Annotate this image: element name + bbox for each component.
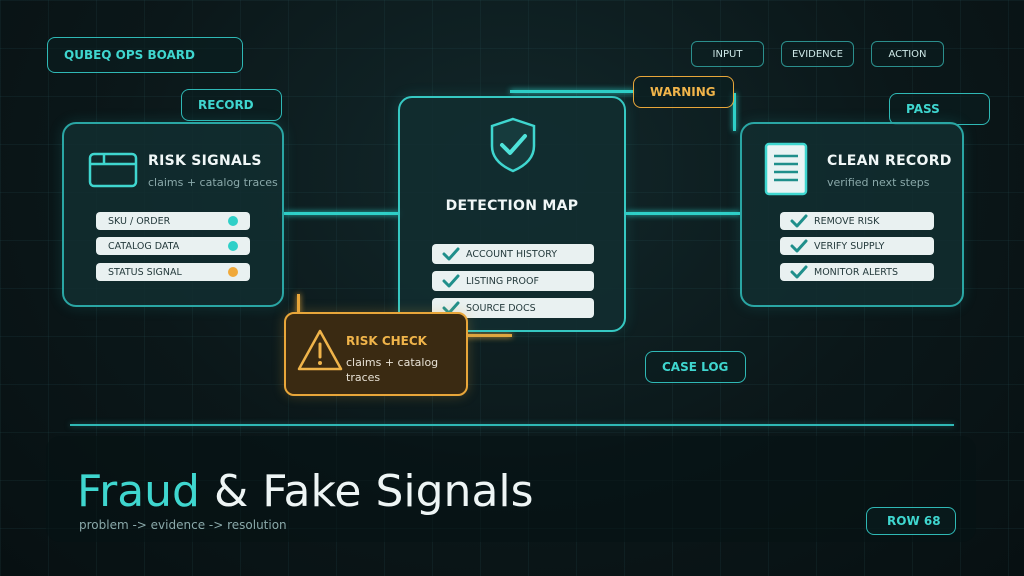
check-icon (790, 214, 808, 228)
check-icon (790, 239, 808, 253)
clean-record-title: CLEAN RECORD (827, 153, 952, 169)
case-log-tag: CASE LOG (645, 351, 746, 383)
risk-signals-card: RISK SIGNALS claims + catalog traces SKU… (62, 122, 284, 307)
risk-check-callout: RISK CHECK claims + catalog traces (284, 312, 468, 396)
list-item-label: ACCOUNT HISTORY (466, 248, 558, 260)
list-item-label: SKU / ORDER (108, 215, 171, 227)
shield-check-icon (490, 117, 536, 173)
flow-tag-input-label: INPUT (712, 48, 743, 60)
page-subtitle: problem -> evidence -> resolution (79, 518, 287, 532)
flow-tag-evidence: EVIDENCE (781, 41, 854, 67)
list-item: CATALOG DATA (96, 237, 250, 255)
list-item-label: VERIFY SUPPLY (814, 240, 885, 252)
document-icon (764, 142, 808, 196)
amber-connector-vertical (297, 294, 300, 314)
list-item: LISTING PROOF (432, 271, 594, 291)
page-title-accent: Fraud (77, 466, 200, 517)
connector-top (510, 90, 634, 93)
list-item-label: CATALOG DATA (108, 240, 180, 252)
status-dot (228, 241, 238, 251)
page-title: Fraud & Fake Signals (77, 466, 534, 518)
connector-top-right (733, 93, 736, 131)
clean-record-card: CLEAN RECORD verified next steps REMOVE … (740, 122, 964, 307)
list-item: VERIFY SUPPLY (780, 237, 934, 255)
risk-check-text: claims + catalog traces (346, 356, 439, 384)
footer-panel (46, 436, 976, 542)
risk-signals-subtitle: claims + catalog traces (148, 176, 278, 189)
list-item-label: REMOVE RISK (814, 215, 880, 227)
risk-check-title: RISK CHECK (346, 334, 427, 348)
window-icon (88, 152, 138, 188)
list-item: STATUS SIGNAL (96, 263, 250, 281)
flow-tag-evidence-label: EVIDENCE (792, 48, 843, 60)
page-title-rest: & Fake Signals (199, 466, 534, 517)
list-item: SKU / ORDER (96, 212, 250, 230)
status-dot (228, 267, 238, 277)
warning-tag: WARNING (633, 76, 734, 108)
list-item-label: SOURCE DOCS (466, 302, 536, 314)
list-item: MONITOR ALERTS (780, 263, 934, 281)
board-label: QUBEQ OPS BOARD (47, 37, 243, 73)
check-icon (442, 274, 460, 288)
list-item: REMOVE RISK (780, 212, 934, 230)
connector-right (626, 212, 740, 215)
divider (70, 424, 954, 426)
detection-map-title: DETECTION MAP (445, 198, 579, 214)
status-dot (228, 216, 238, 226)
row-tag-label: ROW 68 (887, 514, 941, 528)
case-log-label: CASE LOG (662, 360, 729, 374)
list-item-label: MONITOR ALERTS (814, 266, 899, 278)
pass-tag-label: PASS (906, 102, 940, 116)
risk-signals-title: RISK SIGNALS (148, 153, 262, 169)
pass-tag: PASS (889, 93, 990, 125)
warning-triangle-icon (297, 329, 343, 371)
amber-connector-horizontal (466, 334, 512, 337)
list-item-label: LISTING PROOF (466, 275, 539, 287)
check-icon (790, 265, 808, 279)
flow-tag-input: INPUT (691, 41, 764, 67)
flow-tag-action-label: ACTION (888, 48, 927, 60)
record-tag: RECORD (181, 89, 282, 121)
flow-tag-action: ACTION (871, 41, 944, 67)
record-tag-label: RECORD (198, 98, 254, 112)
connector-left (284, 212, 400, 215)
warning-tag-label: WARNING (650, 85, 716, 99)
list-item-label: STATUS SIGNAL (108, 266, 182, 278)
detection-map-card: DETECTION MAP ACCOUNT HISTORY LISTING PR… (398, 96, 626, 332)
check-icon (442, 247, 460, 261)
clean-record-subtitle: verified next steps (827, 176, 930, 189)
board-label-text: QUBEQ OPS BOARD (64, 48, 195, 62)
list-item: ACCOUNT HISTORY (432, 244, 594, 264)
row-tag: ROW 68 (866, 507, 956, 535)
